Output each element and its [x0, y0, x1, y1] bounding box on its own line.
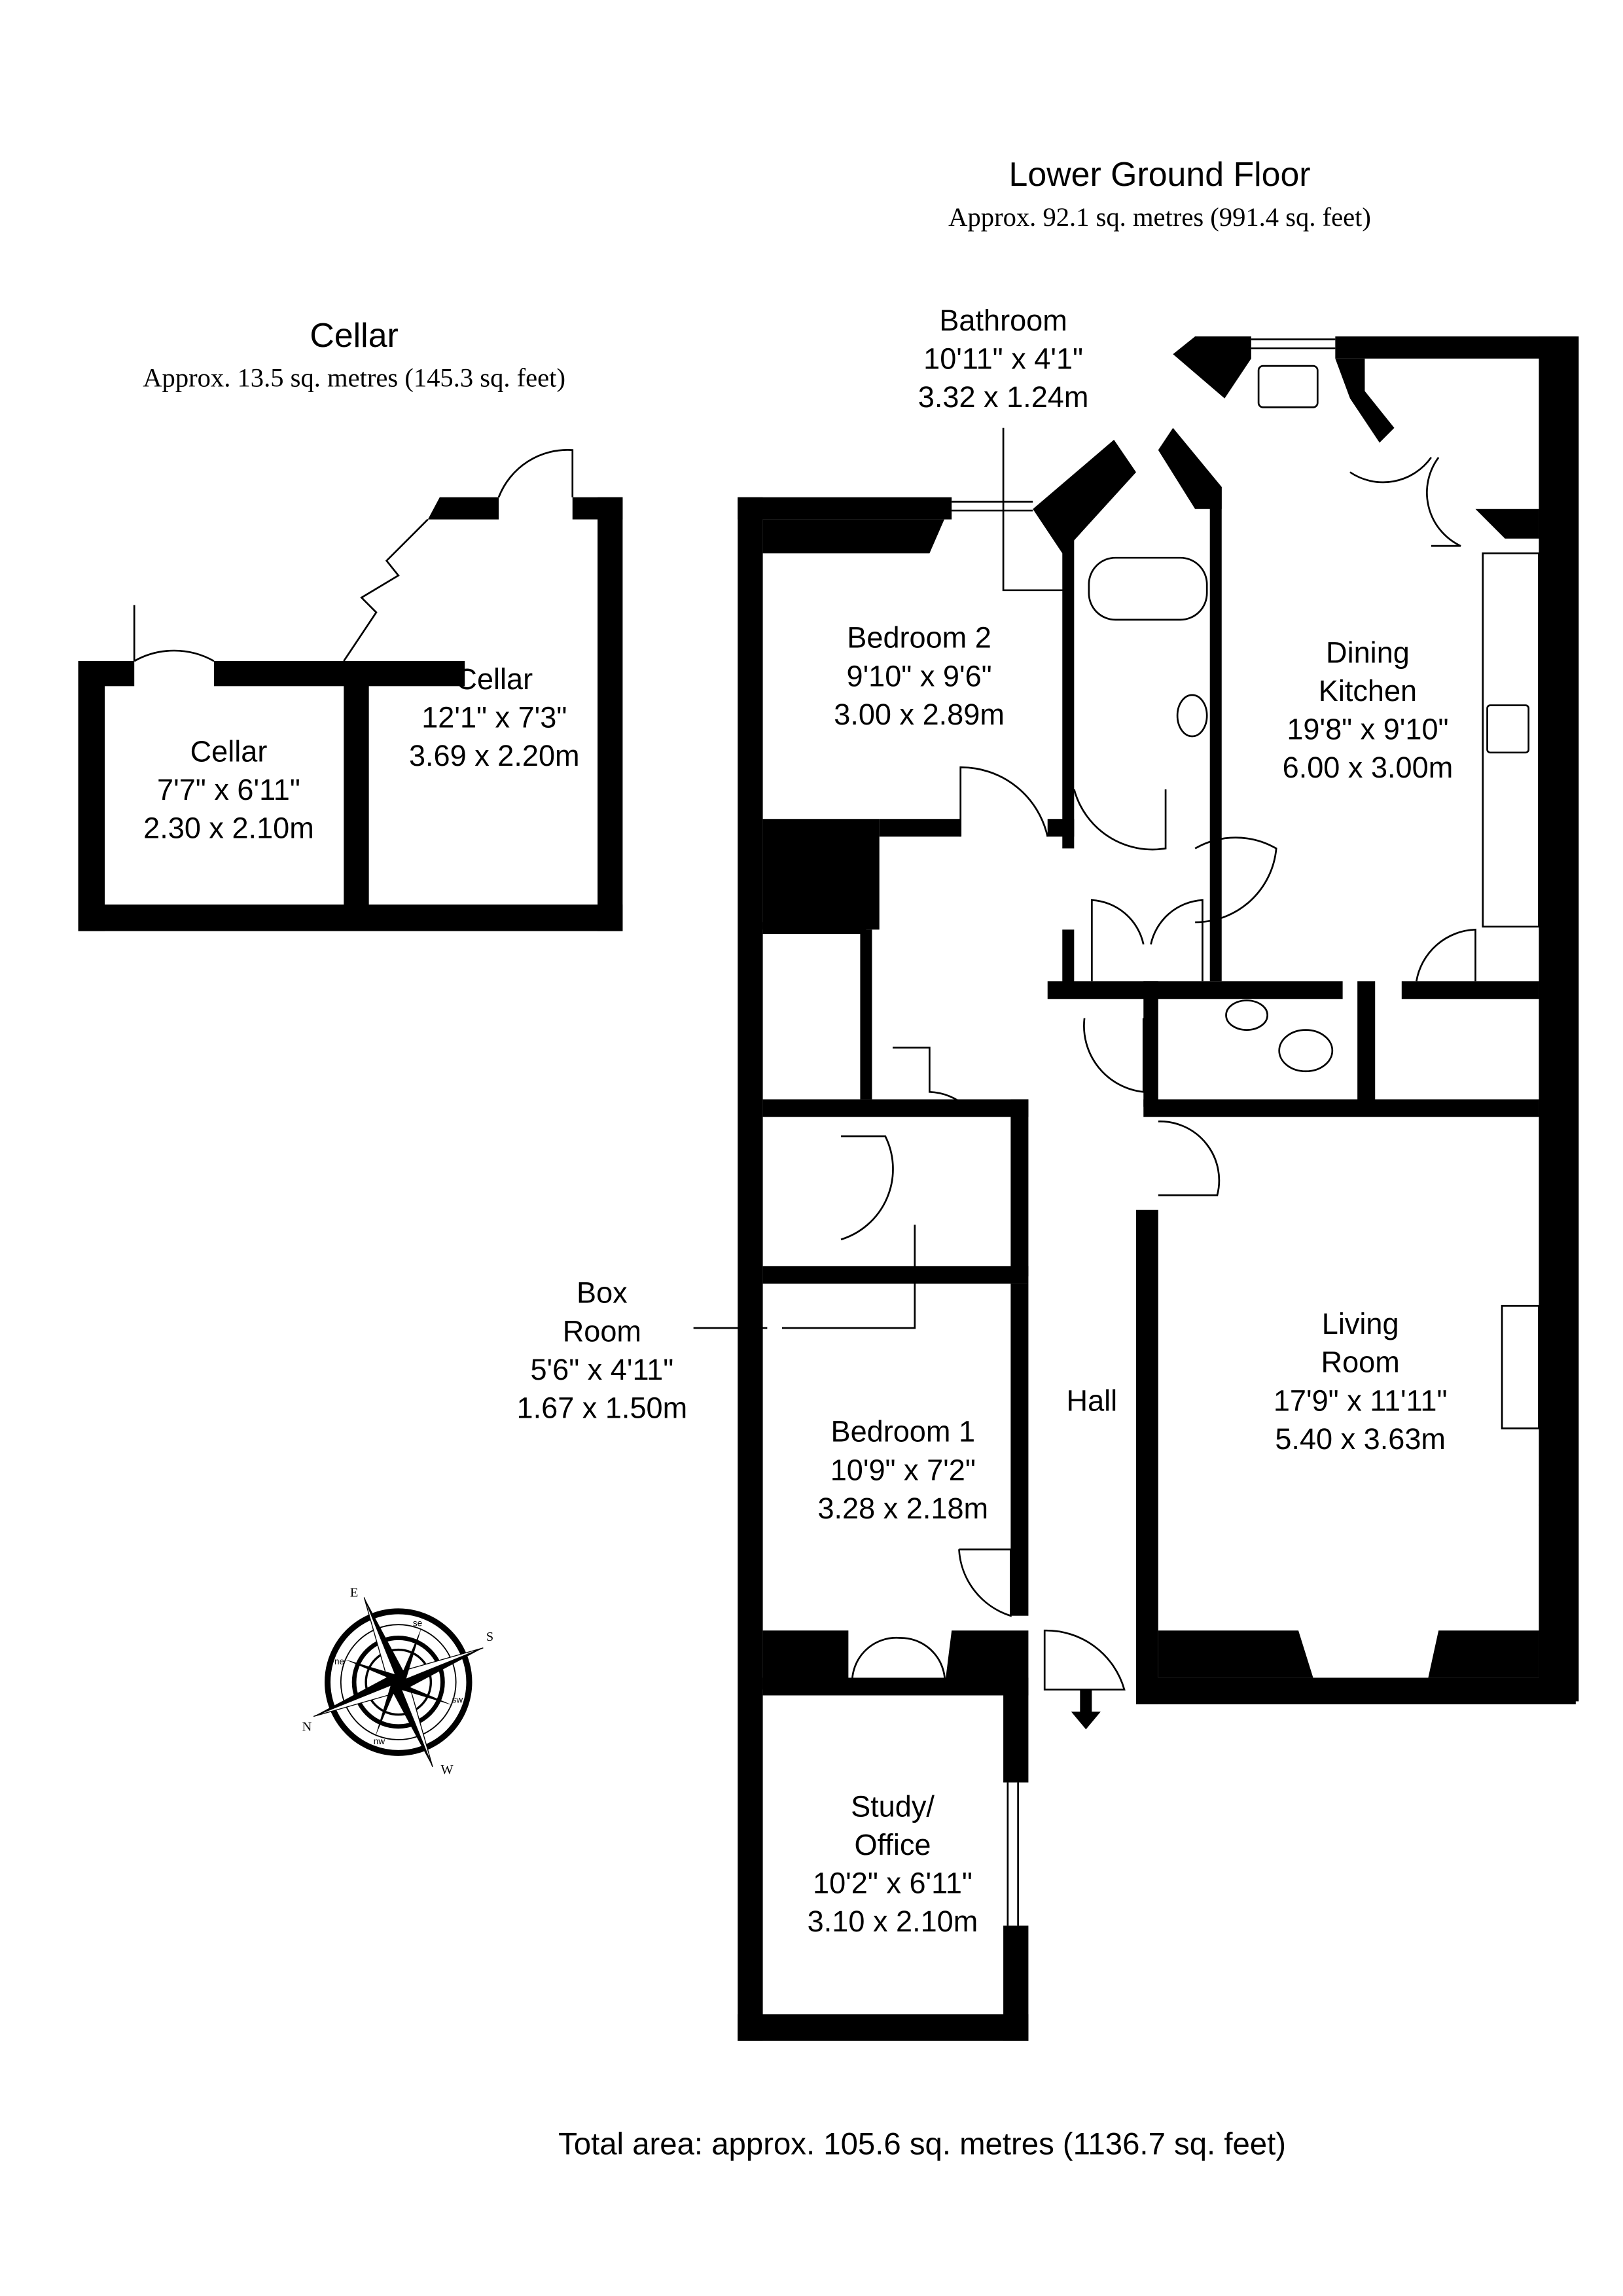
svg-text:E: E — [350, 1585, 358, 1600]
doors-windows-fixtures — [693, 338, 1550, 1926]
cellar-walls — [78, 449, 623, 931]
svg-text:sw: sw — [452, 1695, 463, 1705]
svg-text:se: se — [413, 1618, 422, 1628]
svg-text:nw: nw — [374, 1736, 385, 1746]
svg-text:S: S — [486, 1630, 493, 1644]
main-walls — [738, 336, 1579, 2041]
cellar-area: Approx. 13.5 sq. metres (145.3 sq. feet) — [143, 363, 565, 393]
cellar-title: Cellar — [310, 316, 398, 354]
compass-rose: E se S sw W nw N ne — [302, 1585, 494, 1777]
lower-ground-title: Lower Ground Floor — [1009, 155, 1311, 193]
svg-text:N: N — [302, 1720, 312, 1734]
svg-text:W: W — [441, 1763, 454, 1777]
lower-ground-area: Approx. 92.1 sq. metres (991.4 sq. feet) — [948, 202, 1371, 232]
svg-text:ne: ne — [334, 1657, 344, 1666]
total-area: Total area: approx. 105.6 sq. metres (11… — [558, 2127, 1286, 2162]
room-label-hall: Hall — [1067, 1384, 1118, 1417]
